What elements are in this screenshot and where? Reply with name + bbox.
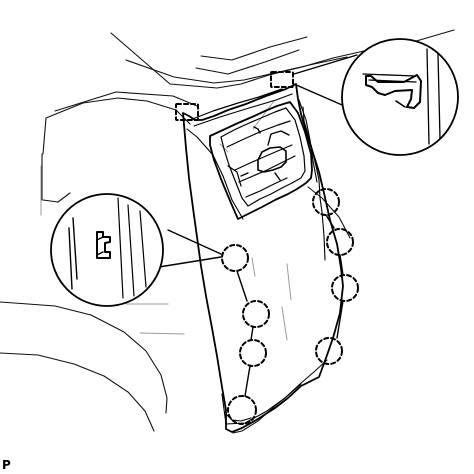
right-magnifier-panel-top (362, 73, 416, 77)
upper-mid-fold (200, 36, 308, 61)
left-clip-chain (236, 270, 254, 397)
opening-inner-2 (226, 120, 291, 148)
left-body-outline (42, 97, 191, 155)
left-magnifier-line-1 (167, 229, 222, 255)
left-mid-line-3 (57, 192, 71, 203)
opening-outer (209, 101, 313, 220)
opening-bracket-4 (274, 172, 281, 181)
right-magnifier-clip (365, 74, 422, 109)
left-magnifier-circle (50, 193, 164, 307)
opening-inner-5 (245, 177, 288, 198)
opening-bracket-3 (240, 172, 249, 177)
right-clip-circle-4 (315, 337, 343, 365)
left-magnifier-panel-edge (72, 217, 78, 280)
lower-clip-circle (227, 395, 257, 425)
upper-right-clip-rect (270, 71, 294, 88)
upper-left-contour-2 (125, 56, 348, 84)
light-guide-lines (40, 100, 292, 341)
opening-bracket-1 (257, 146, 287, 173)
right-clip-chain (325, 214, 344, 339)
right-magnifier-clip-tip (395, 100, 406, 108)
right-magnifier-edge-2 (437, 53, 441, 140)
opening-bracket-2 (267, 130, 290, 146)
right-magnifier-line-2 (293, 83, 350, 109)
left-magnifier-line-2 (158, 256, 222, 268)
left-clip-circle (221, 244, 249, 272)
opening-bracket-6 (227, 165, 242, 187)
guide-line-3 (139, 332, 185, 335)
callout-lines (158, 54, 358, 268)
middle-clip-circle-1 (242, 300, 270, 328)
clip-locations (175, 71, 359, 425)
right-magnifier-line-1 (293, 54, 358, 75)
panel-lower-fold (221, 383, 302, 425)
left-body-rail (54, 91, 198, 112)
left-mid-line-2 (42, 199, 59, 203)
opening-bracket-5 (253, 126, 261, 134)
right-edge-contour (307, 186, 351, 239)
right-clip-circle-2 (326, 228, 354, 256)
panel-outline (182, 83, 344, 433)
guide-line-4 (286, 263, 292, 301)
left-magnifier-clip-body (96, 231, 111, 259)
guide-line-5 (281, 306, 288, 341)
right-clip-detail-magnifier (341, 38, 459, 156)
panel-front-fold (186, 128, 244, 220)
left-magnifier-clip-detail (96, 236, 104, 256)
guide-line-6 (251, 257, 256, 277)
panel-mid-fold (302, 106, 326, 261)
left-magnifier-edge-5 (139, 210, 147, 288)
right-magnifier-edge (426, 48, 430, 145)
panel-opening (209, 101, 313, 220)
panel-top-edge (189, 88, 283, 121)
guide-line-7 (252, 100, 275, 130)
figure-label: P (2, 458, 11, 472)
upper-mid-fold-2 (195, 49, 300, 75)
upper-left-clip-rect (175, 103, 199, 121)
left-magnifier-edge-4 (127, 204, 135, 297)
middle-clip-circle-2 (239, 339, 267, 367)
left-floor-line (0, 352, 155, 432)
left-magnifier-edge-3 (117, 197, 124, 299)
left-magnifier-panel-edge-2 (68, 227, 73, 290)
opening-inner-1 (220, 107, 306, 207)
rear-trim-panel (182, 83, 344, 433)
left-lower-body (0, 301, 168, 414)
opening-inner-3 (234, 144, 293, 171)
panel-inner-edge-1 (193, 93, 293, 127)
right-clip-circle-3 (331, 274, 359, 302)
left-clip-detail-magnifier (50, 193, 164, 307)
